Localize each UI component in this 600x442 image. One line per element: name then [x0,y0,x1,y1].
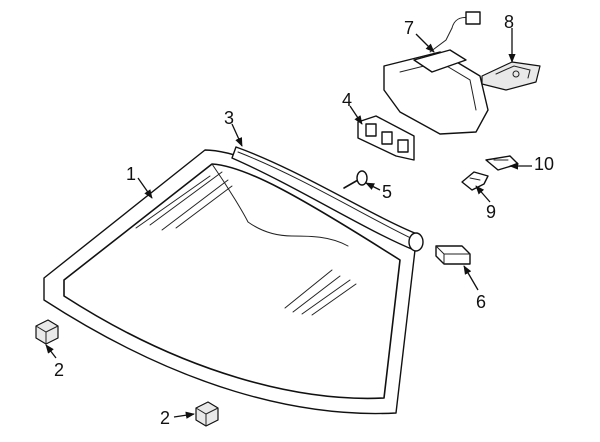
retaining-clip [461,171,489,191]
leader-lines [45,28,532,419]
callout-7: 7 [404,18,414,38]
spacer-block-bottom [195,401,219,427]
pad-clip [485,155,519,171]
callout-9: 9 [486,202,496,222]
windshield-glass [43,149,416,415]
windshield-molding [231,146,424,252]
screw [343,170,368,189]
callout-2a: 2 [54,360,64,380]
spacer-block-left [35,319,59,345]
callout-1: 1 [126,164,136,184]
callout-5: 5 [382,182,392,202]
callout-4: 4 [342,90,352,110]
callout-10: 10 [534,154,554,174]
callout-6: 6 [476,292,486,312]
mirror-bracket [357,115,415,161]
glass-reflection-lines-lower [284,269,357,316]
sensor-cover [435,245,471,265]
callout-3: 3 [224,108,234,128]
mirror-housing [383,11,489,135]
callout-2b: 2 [160,408,170,428]
glass-reflection-lines-upper [135,171,233,231]
rain-sensor [481,61,541,91]
callout-8: 8 [504,12,514,32]
